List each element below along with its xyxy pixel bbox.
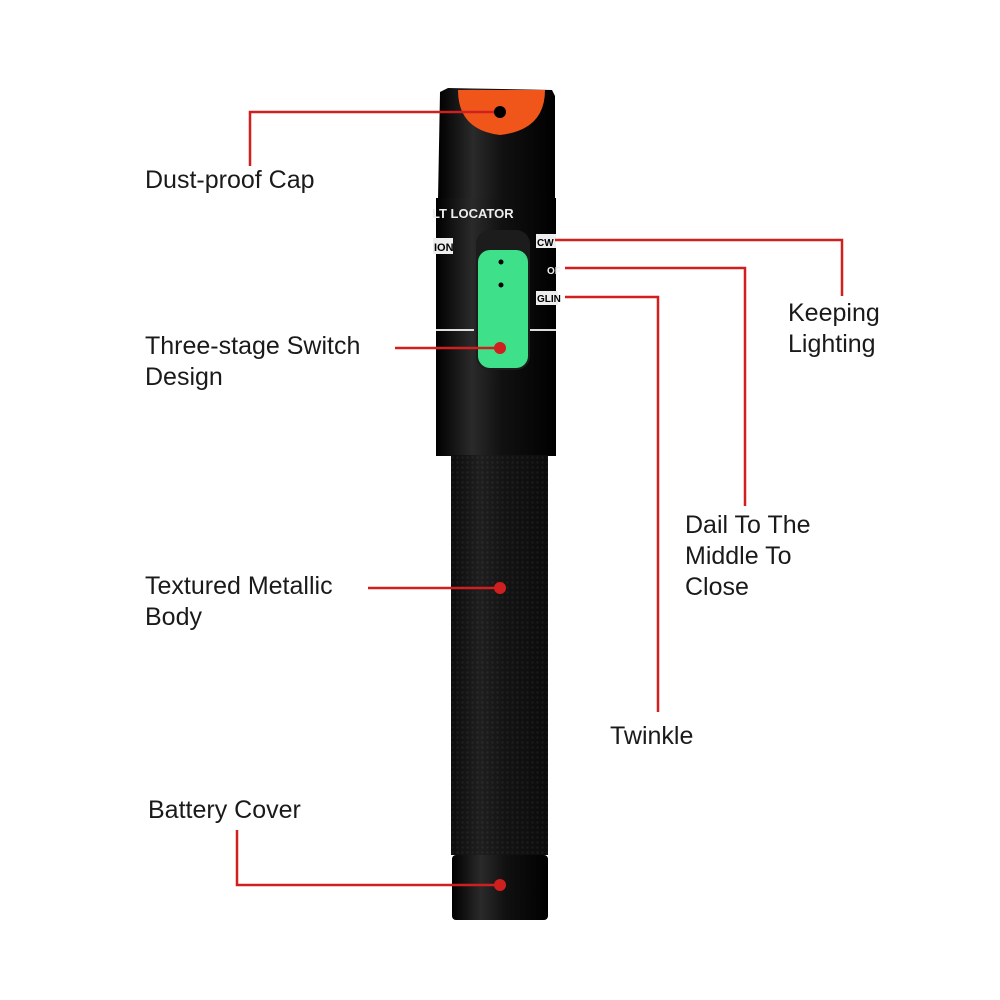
brand-text: LT LOCATOR [432,206,514,221]
label-battery-cover: Battery Cover [148,796,301,824]
label-textured-body: Textured Metallic Body [145,571,333,633]
upper-body: LT LOCATOR ION CW OF GLIN [432,198,561,456]
label-twinkle: Twinkle [610,722,694,750]
label-line: Body [145,603,202,631]
three-stage-switch[interactable] [478,250,528,368]
label-switch: Three-stage Switch Design [145,331,360,393]
label-line: Textured Metallic [145,572,333,600]
caution-label: ION [434,242,454,254]
label-middle-close: Dail To The Middle To Close [685,510,811,603]
mark-glint: GLIN [537,294,561,305]
label-line: Middle To [685,542,792,570]
label-keeping-lighting: Keeping Lighting [788,298,880,360]
label-line: Close [685,573,749,601]
label-line: Design [145,363,223,391]
mark-off: OF [547,266,561,277]
dust-proof-cap [438,88,555,200]
label-line: Keeping [788,299,880,327]
callout-dots [494,342,506,891]
label-line: Three-stage Switch [145,332,361,360]
label-line: Dail To The [685,511,811,539]
cap-dot [494,106,506,118]
label-line: Lighting [788,330,876,358]
leader-lines [235,110,844,887]
label-dust-proof-cap: Dust-proof Cap [145,166,315,194]
mark-cw: CW [537,238,554,249]
